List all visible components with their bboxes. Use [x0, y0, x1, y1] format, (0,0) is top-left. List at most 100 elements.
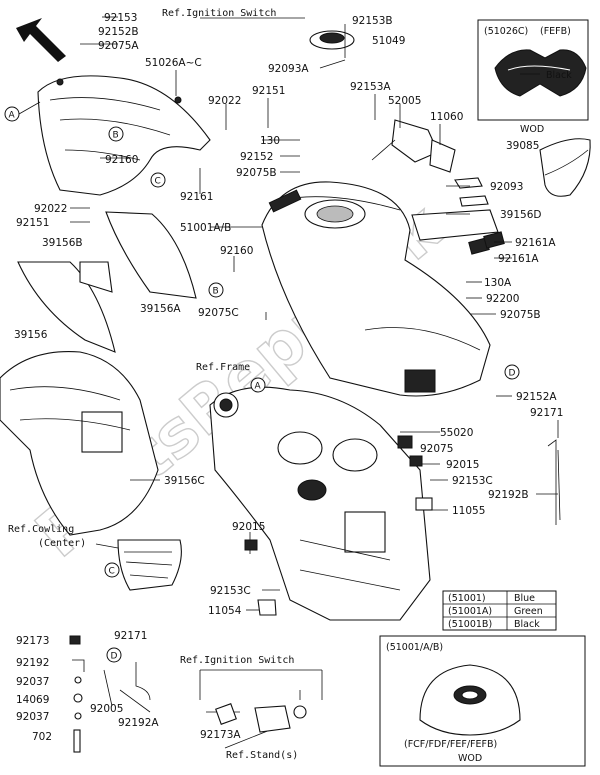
color-name-2: Black — [514, 619, 540, 630]
fuel-pump-52005 — [371, 119, 456, 173]
frame — [209, 386, 431, 621]
svg-text:C: C — [109, 567, 115, 577]
pad-92093 — [454, 177, 489, 207]
label-92037b: 92037 — [16, 711, 49, 723]
inset2-models: (FCF/FDF/FEF/FEFB) — [404, 739, 497, 750]
inset-footer: WOD — [520, 124, 544, 135]
callout-A-frame: A — [250, 377, 266, 393]
cover-39085 — [539, 138, 591, 197]
svg-text:A: A — [9, 111, 16, 121]
label-92152: 92152 — [240, 151, 273, 163]
fuel-tank-51001 — [261, 181, 491, 397]
label-39085: 39085 — [506, 140, 539, 152]
label-52005: 52005 — [388, 95, 421, 107]
ref-frame: Ref.Frame — [196, 362, 250, 373]
label-39156B: 39156B — [42, 237, 83, 249]
label-39156C: 39156C — [164, 475, 205, 487]
pad-39156D — [411, 209, 499, 241]
callout-D-right: D — [504, 364, 520, 380]
inset-models: (FEFB) — [540, 26, 571, 37]
label-92173A: 92173A — [200, 729, 241, 741]
ref-cowling-center: (Center) — [38, 538, 86, 549]
color-code-2: (51001B) — [448, 619, 492, 630]
label-92152B: 92152B — [98, 26, 139, 38]
label-92075C: 92075C — [198, 307, 239, 319]
label-92151a: 92151 — [252, 85, 285, 97]
cover-39156C — [0, 350, 159, 536]
label-130A: 130A — [484, 277, 512, 289]
label-92161A-2: 92161A — [498, 253, 539, 265]
color-name-1: Green — [514, 606, 543, 617]
inset2-footer: WOD — [458, 753, 482, 764]
svg-text:A: A — [255, 382, 262, 392]
pads-92161A — [468, 231, 505, 255]
label-92015b: 92015 — [232, 521, 265, 533]
leader-lines — [70, 16, 561, 611]
label-92192: 92192 — [16, 657, 49, 669]
label-92153C-b: 92153C — [210, 585, 251, 597]
svg-text:D: D — [111, 652, 118, 662]
small-parts-bottom — [69, 435, 557, 753]
label-92153C-r: 92153C — [452, 475, 493, 487]
inset-51026C: (51026C) (FEFB) Black WOD — [477, 19, 589, 135]
label-92171: 92171 — [530, 407, 563, 419]
label-11060: 11060 — [430, 111, 463, 123]
callout-B-mid: B — [208, 282, 224, 298]
color-table: (51001) Blue (51001A) Green (51001B) Bla… — [442, 590, 557, 631]
label-14069: 14069 — [16, 694, 49, 706]
callout-C-upper: C — [150, 172, 166, 188]
label-92192B: 92192B — [488, 489, 529, 501]
cowling-center — [117, 539, 182, 591]
label-92093A: 92093A — [268, 63, 309, 75]
ref-ignition-switch-bottom: Ref.Ignition Switch — [180, 655, 294, 666]
label-92151b: 92151 — [16, 217, 49, 229]
svg-text:C: C — [155, 177, 161, 187]
color-code-1: (51001A) — [448, 606, 492, 617]
inset-color-label: Black — [546, 70, 572, 81]
label-92015a: 92015 — [446, 459, 479, 471]
label-51049: 51049 — [372, 35, 405, 47]
label-92093: 92093 — [490, 181, 523, 193]
label-51026AC: 51026A~C — [145, 57, 202, 69]
inset-51001AB: (51001/A/B) (FCF/FDF/FEF/FEFB) WOD — [379, 635, 586, 767]
callout-B-upper: B — [108, 126, 124, 142]
label-92161A: 92161A — [515, 237, 556, 249]
label-92173: 92173 — [16, 635, 49, 647]
label-92192A: 92192A — [118, 717, 159, 729]
label-92075B-top: 92075B — [236, 167, 277, 179]
svg-text:B: B — [213, 287, 219, 297]
callout-A-left: A — [4, 101, 41, 122]
label-92171b: 92171 — [114, 630, 147, 642]
label-92160b: 92160 — [220, 245, 253, 257]
label-130: 130 — [260, 135, 280, 147]
svg-text:B: B — [113, 131, 119, 141]
ref-brackets — [199, 17, 323, 749]
label-39156D: 39156D — [500, 209, 542, 221]
label-55020: 55020 — [440, 427, 473, 439]
label-92075A: 92075A — [98, 40, 139, 52]
callout-C-lower: C — [104, 562, 120, 578]
ref-ignition-switch-top: Ref.Ignition Switch — [162, 8, 276, 19]
label-92153: 92153 — [104, 12, 137, 24]
callout-D-lower: D — [106, 647, 122, 663]
label-92200: 92200 — [486, 293, 519, 305]
color-name-0: Blue — [514, 593, 535, 604]
label-92160a: 92160 — [105, 154, 138, 166]
label-92153A: 92153A — [350, 81, 391, 93]
label-92152A: 92152A — [516, 391, 557, 403]
ref-labels: Ref.Ignition Switch Ref.Frame Ref.Cowlin… — [8, 8, 298, 761]
ref-cowling: Ref.Cowling — [8, 524, 74, 535]
ref-stand: Ref.Stand(s) — [226, 750, 298, 761]
part-labels: 92153 92152B 92075A 51026A~C 92022 92151… — [14, 12, 563, 743]
label-92075: 92075 — [420, 443, 453, 455]
front-direction-arrow-icon — [16, 18, 66, 62]
label-92005: 92005 — [90, 703, 123, 715]
label-702: 702 — [32, 731, 52, 743]
svg-text:D: D — [509, 369, 516, 379]
inset-code: (51026C) — [484, 26, 528, 37]
label-92153B: 92153B — [352, 15, 393, 27]
label-11055: 11055 — [452, 505, 485, 517]
label-92161: 92161 — [180, 191, 213, 203]
